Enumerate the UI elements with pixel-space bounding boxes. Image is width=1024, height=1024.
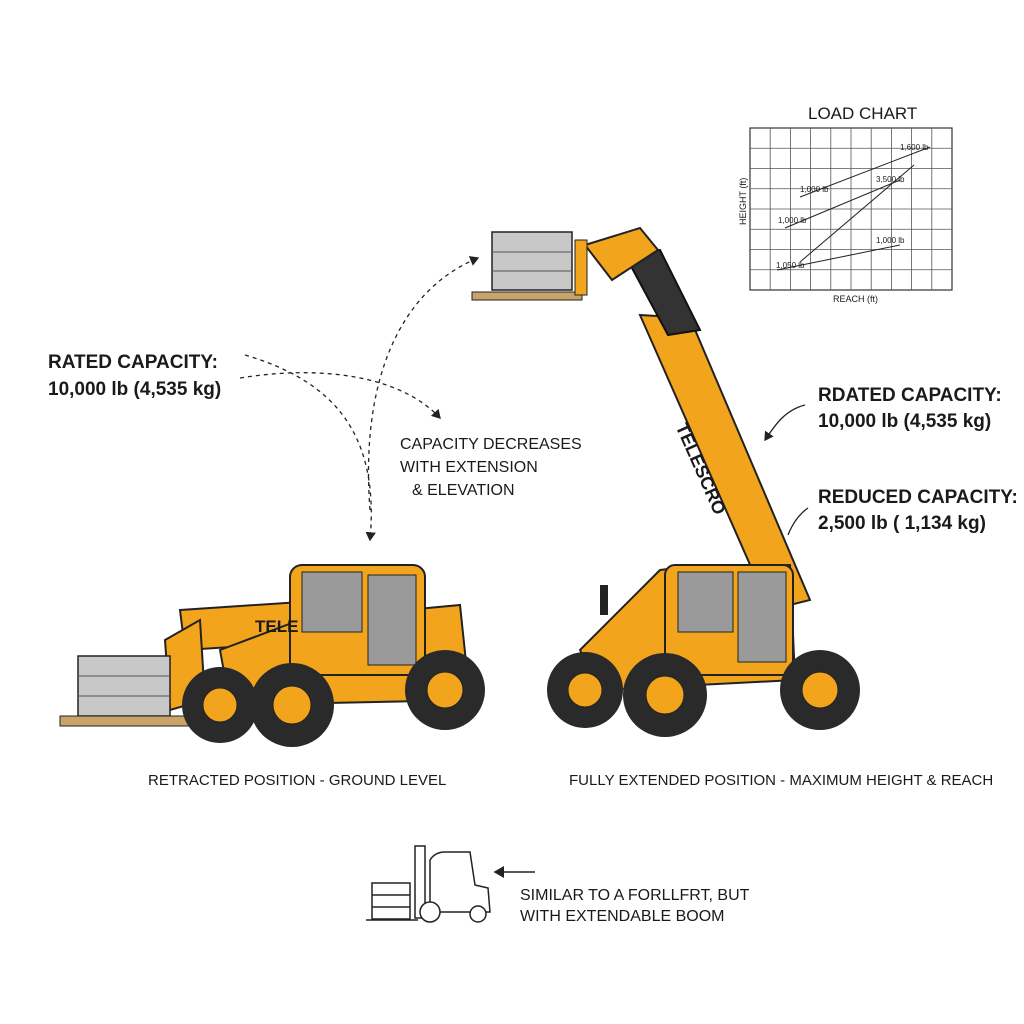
load-chart-xlabel: REACH (ft) [833, 294, 878, 304]
load-curve [799, 146, 931, 198]
arrow-to-retracted [244, 354, 376, 542]
load-chart-label: 1,050 lb [776, 261, 805, 270]
reduced-capacity-title: REDUCED CAPACITY: [818, 487, 1018, 508]
arrow-reduced [787, 507, 809, 536]
load-chart-ylabel: HEIGHT (ft) [738, 177, 748, 225]
caption-extended: FULLY EXTENDED POSITION - MAXIMUM HEIGHT… [569, 772, 994, 789]
retracted-telehandler [59, 564, 485, 747]
right-rated-capacity-title: RDATED CAPACITY: [818, 385, 1002, 406]
center-note-line1: CAPACITY DECREASES [400, 436, 582, 453]
load-chart-title: LOAD CHART [808, 104, 918, 123]
load-curve [799, 164, 915, 263]
center-note-line3: & ELEVATION [412, 482, 515, 499]
load-chart-label: 1,000 lb [876, 236, 905, 245]
forklift-note-line2: WITH EXTENDABLE BOOM [520, 908, 725, 925]
load-curve [776, 244, 901, 271]
right-rated-capacity-value: 10,000 lb (4,535 kg) [818, 411, 992, 432]
load-chart-label: 1,000 lb [778, 216, 807, 225]
reduced-capacity-value: 2,500 lb ( 1,134 kg) [818, 513, 986, 534]
load-chart [749, 127, 953, 291]
arrow-to-load [367, 256, 480, 511]
left-rated-capacity-title: RATED CAPACITY: [48, 352, 218, 373]
load-curve [784, 179, 901, 229]
arrow-to-center [239, 372, 441, 419]
retracted-brand: TELE [255, 617, 299, 636]
center-note-line2: WITH EXTENSION [400, 459, 538, 476]
load-chart-label: 3,500 lb [876, 175, 905, 184]
caption-retracted: RETRACTED POSITION - GROUND LEVEL [148, 772, 447, 789]
dashed-arrows [239, 256, 480, 542]
extended-telehandler [471, 226, 860, 737]
forklift-note-line1: SIMILAR TO A FORLLFRT, BUT [520, 887, 750, 904]
forklift-icon [366, 845, 535, 923]
left-rated-capacity-value: 10,000 lb (4,535 kg) [48, 379, 222, 400]
load-chart-label: 1,000 lb [800, 185, 829, 194]
load-chart-label: 1,600 lb [900, 143, 929, 152]
arrow-rated [764, 404, 806, 442]
